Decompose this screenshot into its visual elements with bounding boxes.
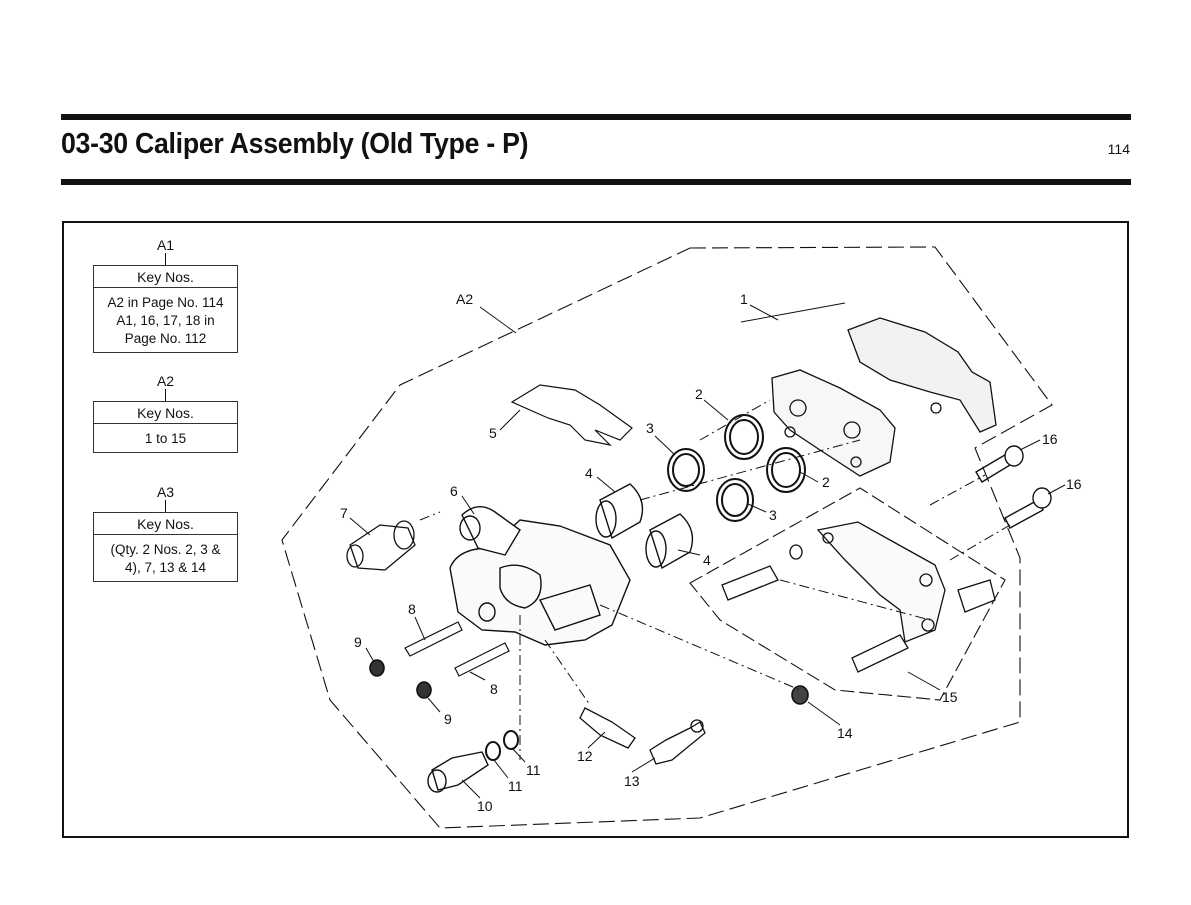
callout-11: 11 xyxy=(526,762,541,778)
anti-rattle-spring xyxy=(510,384,633,446)
callout-14: 14 xyxy=(837,725,853,741)
key-table-heading: Key Nos. xyxy=(94,266,237,288)
callout-6: 6 xyxy=(450,483,458,499)
key-table-line: 1 to 15 xyxy=(144,431,187,446)
diagram-frame xyxy=(62,221,1129,838)
key-table-line: (Qty. 2 Nos. 2, 3 & xyxy=(110,542,221,557)
slide-pin-boot xyxy=(346,520,416,571)
callout-3: 3 xyxy=(646,420,654,436)
callout-16: 16 xyxy=(1042,431,1058,447)
key-table-a1: A1 Key Nos. A2 in Page No. 114 A1, 16, 1… xyxy=(93,237,238,353)
seal-2b-inner xyxy=(771,452,801,488)
piston-a xyxy=(599,483,644,540)
header-rule-bottom xyxy=(61,179,1131,185)
callout-4: 4 xyxy=(585,465,593,481)
callout-4: 4 xyxy=(703,552,711,568)
leader-lines xyxy=(349,302,1066,799)
pad-hole xyxy=(930,402,942,414)
key-table-label: A3 xyxy=(156,484,175,500)
header-rule-top xyxy=(61,114,1131,120)
key-table-line: A2 in Page No. 114 xyxy=(107,295,224,310)
key-table-body: (Qty. 2 Nos. 2, 3 & 4), 7, 13 & 14 xyxy=(94,535,237,581)
seal-2a xyxy=(724,414,764,460)
mounting-bolts xyxy=(975,445,1052,529)
callout-2: 2 xyxy=(822,474,830,490)
callout-10: 10 xyxy=(477,798,493,814)
guide-pins xyxy=(404,621,510,677)
seal-2a-inner xyxy=(729,419,759,455)
key-table-box: Key Nos. A2 in Page No. 114 A1, 16, 17, … xyxy=(93,265,238,353)
pad-hole xyxy=(784,426,796,438)
caliper-bracket xyxy=(721,521,996,673)
piston-a-face xyxy=(595,500,617,538)
piston-seals xyxy=(667,414,806,522)
seal-3a xyxy=(667,448,705,492)
piston-b xyxy=(649,513,694,570)
key-table-heading: Key Nos. xyxy=(94,513,237,535)
key-table-label: A2 xyxy=(156,373,175,389)
key-table-stem xyxy=(165,389,166,401)
pad-hole xyxy=(789,399,807,417)
callout-3: 3 xyxy=(769,507,777,523)
key-table-line: 4), 7, 13 & 14 xyxy=(124,560,207,575)
brake-pad-front xyxy=(771,369,896,477)
callout-9: 9 xyxy=(444,711,452,727)
page-title: 03-30 Caliper Assembly (Old Type - P) xyxy=(61,128,529,160)
assembly-boundary-a2 xyxy=(281,246,1053,829)
bleeder-valve-set xyxy=(579,707,706,765)
callout-9: 9 xyxy=(354,634,362,650)
key-table-stem xyxy=(165,500,166,512)
seal-3b xyxy=(716,478,754,522)
key-table-box: Key Nos. (Qty. 2 Nos. 2, 3 & 4), 7, 13 &… xyxy=(93,512,238,582)
callout-a2: A2 xyxy=(456,291,473,307)
key-table-body: 1 to 15 xyxy=(94,424,237,452)
caliper-body xyxy=(449,506,631,646)
key-table-heading: Key Nos. xyxy=(94,402,237,424)
callout-2: 2 xyxy=(695,386,703,402)
callout-7: 7 xyxy=(340,505,348,521)
callout-labels: A2 1 2 2 3 3 4 4 5 6 7 8 8 9 9 10 11 11 … xyxy=(340,291,1082,814)
callout-8: 8 xyxy=(490,681,498,697)
callout-12: 12 xyxy=(577,748,593,764)
brake-pad-set xyxy=(771,317,997,477)
seal-3b-inner xyxy=(721,483,749,517)
key-table-box: Key Nos. 1 to 15 xyxy=(93,401,238,453)
pistons xyxy=(595,483,694,570)
key-table-label: A1 xyxy=(156,237,175,253)
key-table-a3: A3 Key Nos. (Qty. 2 Nos. 2, 3 & 4), 7, 1… xyxy=(93,484,238,582)
seal-2b xyxy=(766,447,806,493)
callout-1: 1 xyxy=(740,291,748,307)
key-table-body: A2 in Page No. 114 A1, 16, 17, 18 in Pag… xyxy=(94,288,237,352)
callout-11: 11 xyxy=(508,778,523,794)
page-number: 114 xyxy=(1107,141,1130,157)
callout-15: 15 xyxy=(942,689,958,705)
callout-16: 16 xyxy=(1066,476,1082,492)
key-table-stem xyxy=(165,253,166,265)
key-table-a2: A2 Key Nos. 1 to 15 xyxy=(93,373,238,453)
assembly-axis-lines xyxy=(419,399,1011,760)
piston-b-face xyxy=(645,530,667,568)
callout-8: 8 xyxy=(408,601,416,617)
key-table-line: Page No. 112 xyxy=(124,331,207,346)
callout-5: 5 xyxy=(489,425,497,441)
bleeder-caps xyxy=(369,659,432,699)
brake-pad-rear xyxy=(847,317,997,433)
seal-3a-inner xyxy=(672,453,700,487)
key-table-line: A1, 16, 17, 18 in xyxy=(116,313,215,328)
pad-hole xyxy=(843,421,861,439)
callout-13: 13 xyxy=(624,773,640,789)
pin-boot-small xyxy=(791,685,809,705)
banjo-bolt-set xyxy=(427,730,519,793)
pad-hole xyxy=(850,456,862,468)
bracket-boundary-15 xyxy=(689,487,1006,701)
